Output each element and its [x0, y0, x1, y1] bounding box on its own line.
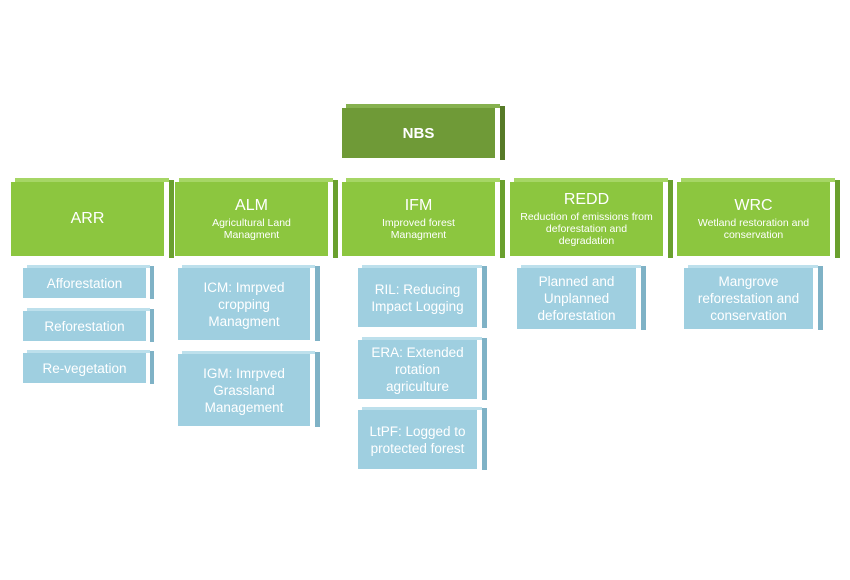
category-title: REDD [563, 191, 610, 208]
leaf-re-vegetation: Re-vegetation [23, 350, 154, 386]
leaf-label: ERA: Extended rotation agriculture [371, 345, 464, 394]
leaf-label: IGM: Imrpved Grassland Management [203, 365, 285, 415]
category-title: ARR [70, 210, 105, 227]
leaf-afforestation: Afforestation [23, 265, 154, 301]
leaf-label: Mangrove reforestation and conservation [697, 274, 800, 323]
category-subtitle: Improved forest Managment [382, 217, 455, 241]
root-label: NBS [402, 124, 435, 142]
category-arr: ARR [11, 178, 174, 260]
category-wrc: WRC Wetland restoration and conservation [677, 178, 840, 260]
leaf-label: Planned and Unplanned deforestation [537, 274, 616, 323]
leaf-label: LtPF: Logged to protected forest [369, 423, 466, 456]
category-title: WRC [734, 197, 773, 214]
leaf-label: RIL: Reducing Impact Logging [371, 281, 464, 314]
leaf-label: Afforestation [46, 275, 123, 291]
category-subtitle: Agricultural Land Managment [212, 217, 291, 241]
leaf-ltpf: LtPF: Logged to protected forest [358, 407, 487, 472]
category-subtitle: Wetland restoration and conservation [697, 217, 810, 241]
category-ifm: IFM Improved forest Managment [342, 178, 505, 260]
root-node-nbs: NBS [342, 104, 505, 162]
category-alm: ALM Agricultural Land Managment [175, 178, 338, 260]
leaf-planned-unplanned: Planned and Unplanned deforestation [517, 265, 646, 332]
category-title: ALM [235, 197, 268, 214]
leaf-reforestation: Reforestation [23, 308, 154, 344]
leaf-igm: IGM: Imrpved Grassland Management [178, 351, 320, 429]
leaf-label: ICM: Imrpved cropping Managment [203, 279, 285, 329]
leaf-label: Re-vegetation [42, 360, 127, 376]
leaf-label: Reforestation [44, 318, 125, 334]
leaf-icm: ICM: Imrpved cropping Managment [178, 265, 320, 343]
category-redd: REDD Reduction of emissions from defores… [510, 178, 673, 260]
category-title: IFM [404, 197, 433, 214]
leaf-mangrove: Mangrove reforestation and conservation [684, 265, 823, 332]
leaf-ril: RIL: Reducing Impact Logging [358, 265, 487, 330]
leaf-era: ERA: Extended rotation agriculture [358, 337, 487, 402]
category-subtitle: Reduction of emissions from deforestatio… [520, 211, 653, 247]
